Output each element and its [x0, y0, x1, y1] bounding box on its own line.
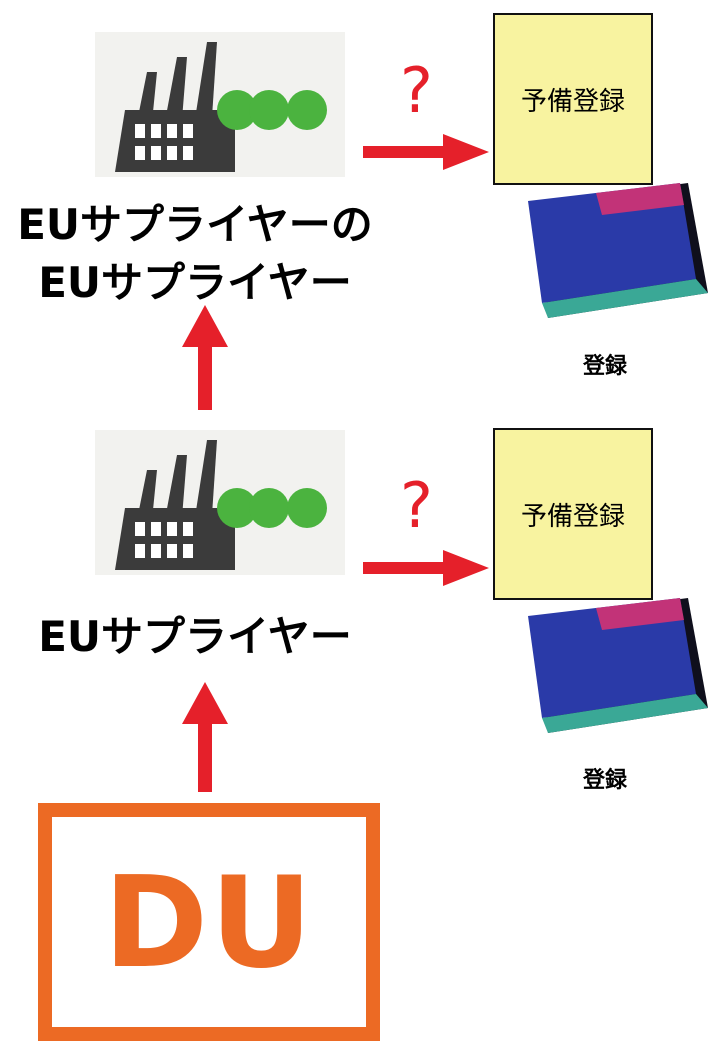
downstream-user-box: DU: [38, 803, 380, 1041]
up-arrow-upper: [182, 305, 228, 410]
top-registration-book-icon: [508, 183, 713, 333]
middle-factory-icon: [95, 430, 345, 575]
middle-registration-book-icon: [508, 598, 713, 748]
top-supplier-label: EUサプライヤーの EUサプライヤー: [17, 200, 373, 307]
top-factory-icon: [95, 32, 345, 177]
middle-horizontal-arrow: [363, 550, 489, 586]
up-arrow-lower: [182, 682, 228, 792]
top-pre-registration-label: 予備登録: [520, 86, 625, 117]
top-question-mark: ?: [400, 54, 433, 127]
middle-pre-registration-box: 予備登録: [493, 428, 653, 600]
middle-supplier-label: EUサプライヤー: [38, 612, 352, 661]
middle-pre-registration-label: 予備登録: [520, 501, 625, 532]
top-pre-registration-box: 予備登録: [493, 13, 653, 185]
top-horizontal-arrow: [363, 134, 489, 170]
top-registration-label: 登録: [582, 354, 627, 379]
middle-registration-label: 登録: [582, 768, 627, 793]
middle-question-mark: ?: [400, 469, 433, 542]
downstream-user-label: DU: [103, 848, 315, 996]
